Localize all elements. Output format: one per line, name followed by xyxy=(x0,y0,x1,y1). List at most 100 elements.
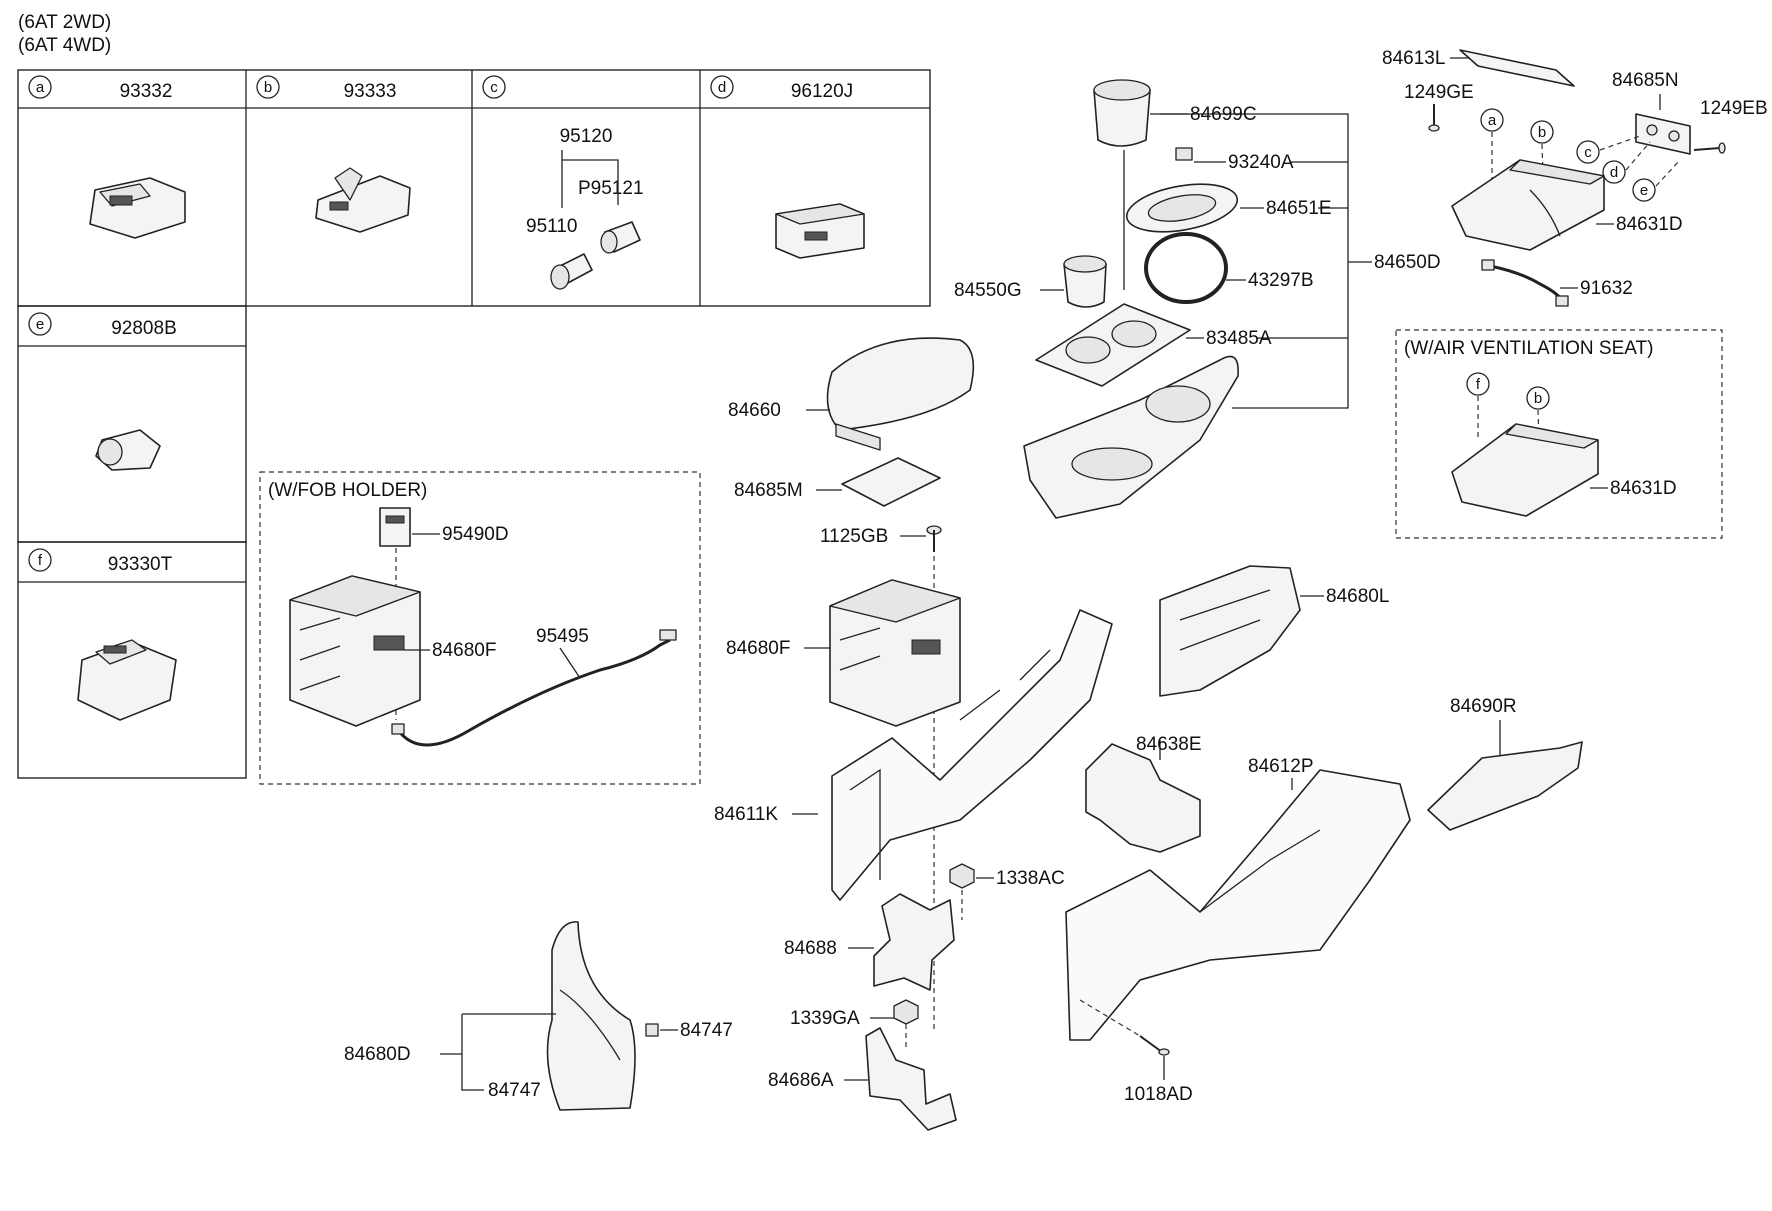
bracket-84688-icon xyxy=(873,893,955,991)
cup-holder-84699c-icon xyxy=(1093,79,1151,147)
switch-93332-icon xyxy=(89,177,186,239)
fob-part-95490d: 95490D xyxy=(442,524,509,545)
switch-bezel-84685n-icon xyxy=(1635,113,1691,155)
socket-icon xyxy=(550,221,641,290)
cell-c[interactable]: c 95120 P95121 95110 xyxy=(482,75,644,290)
c-part-1339ga: 1339GA xyxy=(790,1008,860,1029)
av-letter-f-circle xyxy=(1466,372,1490,396)
console-upper-84650d-icon xyxy=(1023,355,1239,519)
cell-b-letter: b xyxy=(264,79,272,96)
tr-letter-c-circle xyxy=(1576,140,1600,164)
fob-part-95495: 95495 xyxy=(536,626,589,647)
header-line-1: (6AT 2WD) xyxy=(18,12,111,33)
r-part-84690r: 84690R xyxy=(1450,696,1517,717)
c-part-84688: 84688 xyxy=(784,938,837,959)
switch-93333-icon xyxy=(315,167,411,233)
cell-f[interactable]: f 93330T xyxy=(28,548,177,721)
cell-c-part-p95121: P95121 xyxy=(578,178,644,199)
armrest-84660-icon xyxy=(826,337,975,451)
tr-part-84685n: 84685N xyxy=(1612,70,1679,91)
c-part-84685m: 84685M xyxy=(734,480,803,501)
cover-84680d-icon xyxy=(546,921,636,1111)
lamp-93240a-icon xyxy=(1175,147,1193,161)
c-part-84650d: 84650D xyxy=(1374,252,1441,273)
air-vent-title: (W/AIR VENTILATION SEAT) xyxy=(1404,338,1653,359)
frame-84611k-icon xyxy=(831,609,1113,901)
side-panel-84680l-icon xyxy=(1159,565,1301,697)
r-part-84638e: 84638E xyxy=(1136,734,1202,755)
tr-part-84631d: 84631D xyxy=(1616,214,1683,235)
cell-b[interactable]: b 93333 xyxy=(256,75,411,233)
bracket-84638e-icon xyxy=(1085,743,1201,853)
screw-1249eb-icon xyxy=(1693,142,1726,154)
ashtray-84550g-icon xyxy=(1063,255,1107,308)
bracket-84686a-icon xyxy=(865,1027,957,1131)
tr-letter-d-circle xyxy=(1602,160,1626,184)
c-part-84611k: 84611K xyxy=(714,804,778,825)
av-part-84631d: 84631D xyxy=(1610,478,1677,499)
tr-part-91632: 91632 xyxy=(1580,278,1633,299)
av-letter-b-circle xyxy=(1526,386,1550,410)
letter-a-circle xyxy=(28,75,52,99)
pad-84613l-icon xyxy=(1459,49,1575,87)
c-part-84680d: 84680D xyxy=(344,1044,411,1065)
av-letter-b: b xyxy=(1534,390,1542,407)
c-part-84686a: 84686A xyxy=(768,1070,834,1091)
wiring-harness-icon xyxy=(391,629,677,747)
letter-b-circle xyxy=(256,75,280,99)
mat-84685m-icon xyxy=(841,457,941,507)
tr-part-1249eb: 1249EB xyxy=(1700,98,1768,119)
console-bracket-84680f-icon xyxy=(829,579,961,727)
clip-84747-icon xyxy=(645,1023,659,1037)
c-part-93240a: 93240A xyxy=(1228,152,1294,173)
c-part-84747-a: 84747 xyxy=(680,1020,733,1041)
harness-91632-icon xyxy=(1481,259,1569,307)
cell-f-letter: f xyxy=(38,552,43,569)
c-part-84747-b: 84747 xyxy=(488,1080,541,1101)
c-part-83485a: 83485A xyxy=(1206,328,1272,349)
cell-e[interactable]: e 92808B xyxy=(28,312,177,471)
options-grid: a 93332 b 93333 c 95120 P95121 xyxy=(17,69,931,779)
c-part-84660: 84660 xyxy=(728,400,781,421)
tr-letter-d: d xyxy=(1610,164,1618,181)
bezel-84651e-icon xyxy=(1125,183,1239,233)
air-vent-section: (W/AIR VENTILATION SEAT) f b 84631D xyxy=(1395,329,1723,539)
tr-letter-a-circle xyxy=(1480,108,1504,132)
cell-a-part: 93332 xyxy=(120,81,173,102)
tray-83485a-icon xyxy=(1035,303,1191,387)
fob-holder-section: (W/FOB HOLDER) 95490D 84680F 95495 xyxy=(259,471,701,785)
cell-b-part: 93333 xyxy=(344,81,397,102)
c-part-84680f: 84680F xyxy=(726,638,790,659)
tr-part-1249ge: 1249GE xyxy=(1404,82,1474,103)
upper-cover-av-icon xyxy=(1451,423,1599,517)
cell-f-part: 93330T xyxy=(108,554,173,575)
usb-port-icon xyxy=(95,429,161,471)
cell-c-part-95120: 95120 xyxy=(560,126,613,147)
nut-1339ga-icon xyxy=(893,999,919,1025)
fob-holder-icon xyxy=(379,507,411,547)
right-section: 84680L 84638E 84612P 84690R 1018AD xyxy=(1065,565,1583,1105)
cell-e-letter: e xyxy=(36,316,44,333)
c-part-1125gb: 1125GB xyxy=(820,526,888,547)
nut-1338ac-icon xyxy=(949,863,975,889)
r-part-84612p: 84612P xyxy=(1248,756,1314,777)
aux-jack-icon xyxy=(775,203,865,259)
cell-d-letter: d xyxy=(718,79,726,96)
cell-a[interactable]: a 93332 xyxy=(28,75,186,239)
cell-c-part-95110: 95110 xyxy=(526,216,577,237)
av-letter-f: f xyxy=(1476,376,1481,393)
letter-d-circle xyxy=(710,75,734,99)
console-bracket-fob-icon xyxy=(289,575,421,727)
header-line-2: (6AT 4WD) xyxy=(18,35,111,56)
switch-93330t-icon xyxy=(77,639,177,721)
tr-letter-c: c xyxy=(1584,144,1592,161)
tr-part-84613l: 84613L xyxy=(1382,48,1445,69)
r-part-1018ad: 1018AD xyxy=(1124,1084,1193,1105)
c-part-84651e: 84651E xyxy=(1266,198,1332,219)
fob-holder-title: (W/FOB HOLDER) xyxy=(268,480,427,501)
top-right-section: 84613L 1249GE 84685N 1249EB a b c d e xyxy=(1382,48,1768,307)
tr-letter-a: a xyxy=(1488,112,1497,129)
c-part-84699c: 84699C xyxy=(1190,104,1257,125)
cell-d[interactable]: d 96120J xyxy=(710,75,865,259)
r-part-84680l: 84680L xyxy=(1326,586,1389,607)
